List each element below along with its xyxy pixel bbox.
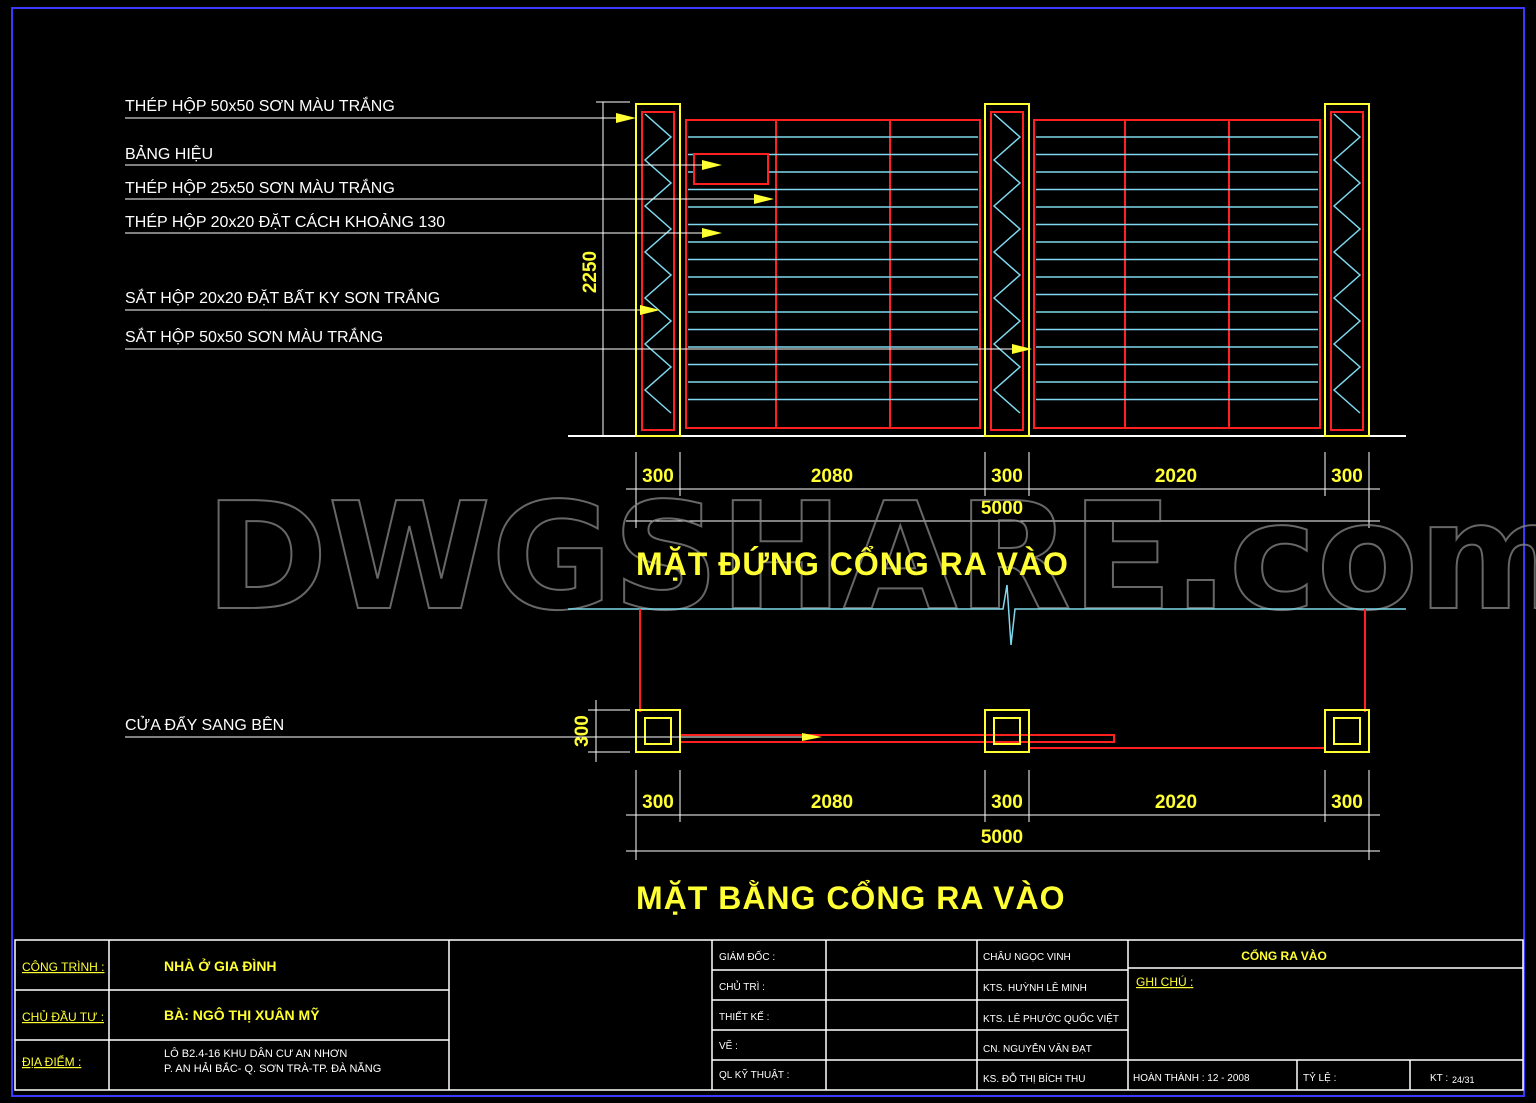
label-steel-20x20: THÉP HỘP 20x20 ĐẶT CÁCH KHOẢNG 130 <box>125 212 445 231</box>
column-inner-frame <box>990 111 1024 431</box>
project-value: NHÀ Ở GIA ĐÌNH <box>164 957 277 974</box>
elev-dim-4: 2020 <box>1155 466 1197 487</box>
elev-dim-1: 300 <box>642 466 674 487</box>
signboard <box>693 153 769 185</box>
leader-arrow <box>702 160 722 170</box>
label-iron-50x50: SẮT HỘP 50x50 SƠN MÀU TRẮNG <box>125 327 383 346</box>
plan-dim-4: 2020 <box>1155 792 1197 813</box>
plan-dim-2: 2080 <box>811 792 853 813</box>
name-drafter: CN. NGUYỄN VĂN ĐẠT <box>983 1042 1092 1055</box>
column-inner-frame <box>641 111 675 431</box>
leader-arrow <box>754 194 774 204</box>
name-chief: KTS. HUỲNH LÊ MINH <box>983 981 1087 994</box>
scale-label: TỶ LỆ : <box>1303 1071 1336 1084</box>
sheet-label: KT : <box>1430 1073 1448 1084</box>
role-drafter: VẼ : <box>719 1039 738 1052</box>
name-technical: KS. ĐỖ THỊ BÍCH THU <box>983 1072 1085 1085</box>
elevation-height-dim: 2250 <box>580 251 601 293</box>
elevation-column-right <box>1324 103 1370 437</box>
elev-dim-5: 300 <box>1331 466 1363 487</box>
column-lattice <box>1332 113 1362 414</box>
elev-dim-total: 5000 <box>981 498 1023 519</box>
elev-dim-3: 300 <box>991 466 1023 487</box>
gate-leaf-left-frame <box>685 119 981 429</box>
sliding-gate-track <box>679 734 1115 743</box>
role-technical: QL KỸ THUẬT : <box>719 1068 789 1081</box>
location-label: ĐỊA ĐIỂM : <box>22 1054 81 1069</box>
sheet-title: CỔNG RA VÀO <box>1241 948 1327 963</box>
name-director: CHÂU NGỌC VINH <box>983 950 1071 963</box>
title-block <box>14 939 1524 1091</box>
sheet-number: 24/31 <box>1452 1075 1475 1085</box>
label-steel-50x50: THÉP HỘP 50x50 SƠN MÀU TRẮNG <box>125 96 395 115</box>
plan-title: MẶT BẰNG CỔNG RA VÀO <box>636 880 1065 916</box>
watermark: DWGSHARE.com <box>205 471 1536 643</box>
label-signboard: BẢNG HIỆU <box>125 144 213 163</box>
column-lattice <box>992 113 1022 414</box>
plan-dim-total: 5000 <box>981 827 1023 848</box>
name-designer: KTS. LÊ PHƯỚC QUỐC VIỆT <box>983 1011 1119 1025</box>
plan-column-middle <box>984 709 1030 753</box>
completed-date: HOÀN THÀNH : 12 - 2008 <box>1133 1071 1250 1084</box>
location-line-2: P. AN HẢI BẮC- Q. SƠN TRÀ-TP. ĐÀ NẴNG <box>164 1062 381 1075</box>
leader-arrow <box>1012 344 1032 354</box>
elevation-title: MẶT ĐỨNG CỔNG RA VÀO <box>636 546 1069 582</box>
plan-view: 300 CỬA ĐẨY SANG BÊN 300 2080 300 2020 3… <box>125 584 1406 860</box>
leader-arrow <box>702 228 722 238</box>
plan-side-dim: 300 <box>572 715 593 747</box>
notes-label: GHI CHÚ : <box>1136 974 1193 989</box>
owner-label: CHỦ ĐẦU TƯ : <box>22 1009 104 1024</box>
label-sliding-door: CỬA ĐẨY SANG BÊN <box>125 715 284 734</box>
role-chief: CHỦ TRÌ : <box>719 980 765 993</box>
elev-dim-2: 2080 <box>811 466 853 487</box>
location-line-1: LÔ B2.4-16 KHU DÂN CƯ AN NHƠN <box>164 1047 347 1060</box>
column-lattice <box>643 113 673 414</box>
column-inner-frame <box>1330 111 1364 431</box>
owner-value: BÀ: NGÔ THỊ XUÂN MỸ <box>164 1006 320 1023</box>
plan-dim-5: 300 <box>1331 792 1363 813</box>
leader-arrow <box>616 113 636 123</box>
leader-arrow <box>640 305 660 315</box>
role-director: GIÁM ĐỐC : <box>719 949 775 963</box>
plan-column-left <box>635 709 681 753</box>
plan-column-right <box>1324 709 1370 753</box>
label-steel-25x50: THÉP HỘP 25x50 SƠN MÀU TRẮNG <box>125 178 395 197</box>
elevation-column-left <box>635 103 681 437</box>
sheet-border <box>11 7 1525 1097</box>
elevation-column-middle <box>984 103 1030 437</box>
plan-dim-1: 300 <box>642 792 674 813</box>
elevation-view: 2250 THÉP HỘP 50x50 SƠN MÀU TRẮNG BẢNG H… <box>125 96 1406 528</box>
plan-dim-3: 300 <box>991 792 1023 813</box>
label-iron-20x20: SẮT HỘP 20x20 ĐẶT BẤT KY SƠN TRẮNG <box>125 288 440 307</box>
project-label: CÔNG TRÌNH : <box>22 959 104 974</box>
gate-leaf-right-frame <box>1033 119 1321 429</box>
role-designer: THIẾT KẾ : <box>719 1010 769 1023</box>
